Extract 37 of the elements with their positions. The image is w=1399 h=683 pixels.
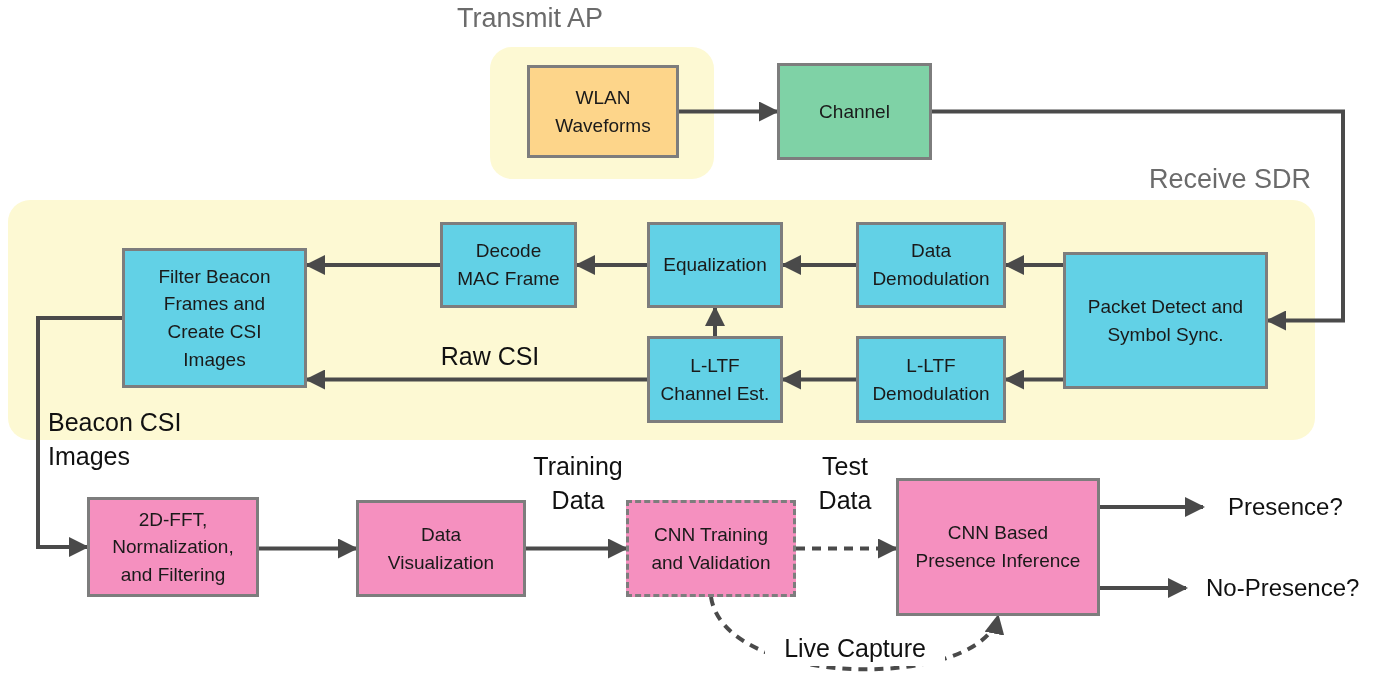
process-box: Data Visualization [356,500,526,597]
arrow [1004,255,1063,275]
process-box: Packet Detect and Symbol Sync. [1063,252,1268,389]
arrow [526,538,628,559]
edge-label: Beacon CSI Images [48,407,183,472]
edge-label: Training Data [532,451,624,516]
process-box: 2D-FFT, Normalization, and Filtering [87,497,259,597]
process-box: L-LTF Demodulation [856,336,1006,423]
process-box: CNN Based Presence Inference [896,478,1100,616]
edge-label: Test Data [817,451,873,516]
arrow [36,316,122,557]
process-box: Channel [777,63,932,160]
arrow [932,109,1345,331]
process-box: Filter Beacon Frames and Create CSI Images [122,248,307,388]
process-box: Decode MAC Frame [440,222,577,308]
arrow [305,369,647,390]
arrow [1004,369,1063,390]
arrow [1100,578,1188,598]
arrow [259,538,358,559]
group-heading: Receive SDR [1148,164,1311,195]
arrow [679,101,779,122]
process-box: L-LTF Channel Est. [647,336,783,423]
process-box: CNN Training and Validation [626,500,796,597]
process-box: Equalization [647,222,783,308]
process-box: WLAN Waveforms [527,65,679,158]
arrow [781,369,856,390]
arrow [575,255,647,275]
output-label: Presence? [1228,490,1378,524]
arrow [796,538,898,559]
process-box: Data Demodulation [856,222,1006,308]
arrow [781,255,856,275]
output-label: No-Presence? [1206,571,1392,605]
arrow [705,306,725,336]
arrow [1100,497,1205,517]
edge-label: Raw CSI [439,341,541,372]
group-heading: Transmit AP [457,3,604,34]
arrow [305,255,440,275]
